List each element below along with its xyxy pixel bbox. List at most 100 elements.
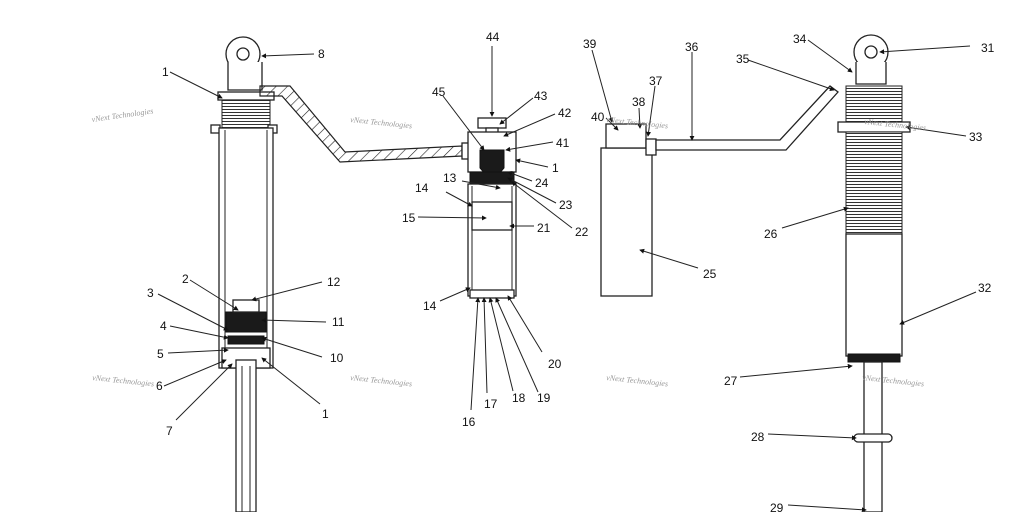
callout-label: 11: [332, 315, 345, 329]
eyelet-neck: [227, 62, 263, 91]
leader-29: [787, 504, 867, 512]
shim-stack: [227, 335, 265, 345]
callout-labels: 1 2 3 4 5 6 7 8 10 11 12 1 13 14 15 14 1…: [147, 30, 995, 512]
callout-label: 3: [147, 286, 154, 300]
leader-5: [167, 347, 229, 354]
callout-label: 26: [764, 227, 778, 241]
leader-11: [261, 317, 327, 323]
spring-coil: [845, 131, 903, 235]
leader-25: [639, 248, 699, 269]
callout-label: 20: [548, 357, 562, 371]
reservoir-fitting: [645, 138, 657, 156]
leader-7: [175, 363, 233, 421]
shock-sleeve: [845, 233, 903, 357]
assembled-eyelet-neck: [855, 62, 887, 85]
callout-label: 1: [162, 65, 169, 79]
leader-38: [637, 107, 643, 129]
leader-43: [499, 97, 534, 125]
leader-40: [605, 117, 619, 131]
leader-8: [261, 53, 315, 59]
callout-label: 13: [443, 171, 457, 185]
callout-label: 8: [318, 47, 325, 61]
leader-24: [507, 171, 533, 182]
callout-label: 1: [552, 161, 559, 175]
callout-label: 40: [591, 110, 605, 124]
leader-4: [169, 325, 229, 340]
leader-42: [503, 113, 556, 137]
leader-17: [481, 297, 488, 394]
leader-26: [781, 206, 849, 229]
callout-label: 17: [484, 397, 498, 411]
callout-label: 39: [583, 37, 597, 51]
bottom-seal: [847, 353, 901, 363]
watermark: vNext Technologies: [606, 373, 669, 388]
reservoir-body: [467, 183, 517, 297]
callout-label: 4: [160, 319, 167, 333]
leader-18: [488, 297, 514, 392]
callout-label: 16: [462, 415, 476, 429]
leader-6: [163, 359, 227, 387]
reservoir-section: [461, 117, 517, 299]
callout-label: 19: [537, 391, 551, 405]
leader-12: [251, 281, 323, 302]
callout-label: 41: [556, 136, 570, 150]
watermark: vNext Technologies: [92, 373, 155, 388]
leader-37: [646, 85, 656, 137]
callout-label: 15: [402, 211, 416, 225]
callout-label: 33: [969, 130, 983, 144]
remote-reservoir: [600, 147, 653, 297]
callout-label: 27: [724, 374, 738, 388]
assembled-eyelet-bore: [864, 45, 878, 59]
reservoir-seal: [469, 171, 515, 185]
callout-label: 1: [322, 407, 329, 421]
callout-label: 37: [649, 74, 663, 88]
callout-label: 28: [751, 430, 765, 444]
leader-41: [505, 141, 554, 152]
callout-label: 14: [423, 299, 437, 313]
preload-threads: [845, 85, 903, 123]
callout-label: 22: [575, 225, 589, 239]
callout-label: 21: [537, 221, 551, 235]
leader-16: [470, 297, 481, 411]
callout-label: 10: [330, 351, 344, 365]
callout-label: 6: [156, 379, 163, 393]
leader-45: [442, 95, 485, 151]
callout-label: 42: [558, 106, 572, 120]
leader-31: [879, 45, 971, 55]
callout-label: 44: [486, 30, 500, 44]
callout-label: 32: [978, 281, 992, 295]
leader-23: [507, 177, 557, 204]
callout-label: 36: [685, 40, 699, 54]
callout-label: 34: [793, 32, 807, 46]
callout-label: 23: [559, 198, 573, 212]
leader-28: [767, 433, 857, 441]
piston: [225, 311, 267, 333]
cap-threads: [221, 99, 271, 129]
leader-1c: [515, 158, 549, 168]
leader-33: [905, 125, 967, 137]
shaft: [235, 359, 257, 512]
leader-13: [461, 180, 501, 190]
callout-label: 45: [432, 85, 446, 99]
leader-2: [189, 279, 239, 311]
leader-1a: [169, 71, 223, 99]
floating-piston: [471, 201, 513, 231]
end-cap: [469, 289, 515, 299]
callout-label: 35: [736, 52, 750, 66]
reservoir-line: [655, 85, 839, 151]
bump-stop: [853, 433, 893, 443]
callout-label: 38: [632, 95, 646, 109]
leader-32: [899, 291, 977, 325]
watermark: vNext Technologies: [350, 373, 413, 388]
leader-35: [747, 59, 835, 91]
callout-label: 18: [512, 391, 526, 405]
callout-label: 29: [770, 501, 784, 512]
piston-nut: [232, 299, 260, 313]
callout-label: 12: [327, 275, 341, 289]
eyelet-bore: [236, 47, 250, 61]
callout-label: 24: [535, 176, 549, 190]
leader-27: [739, 363, 853, 378]
callout-label: 7: [166, 424, 173, 438]
left-shock-section: [210, 36, 463, 512]
